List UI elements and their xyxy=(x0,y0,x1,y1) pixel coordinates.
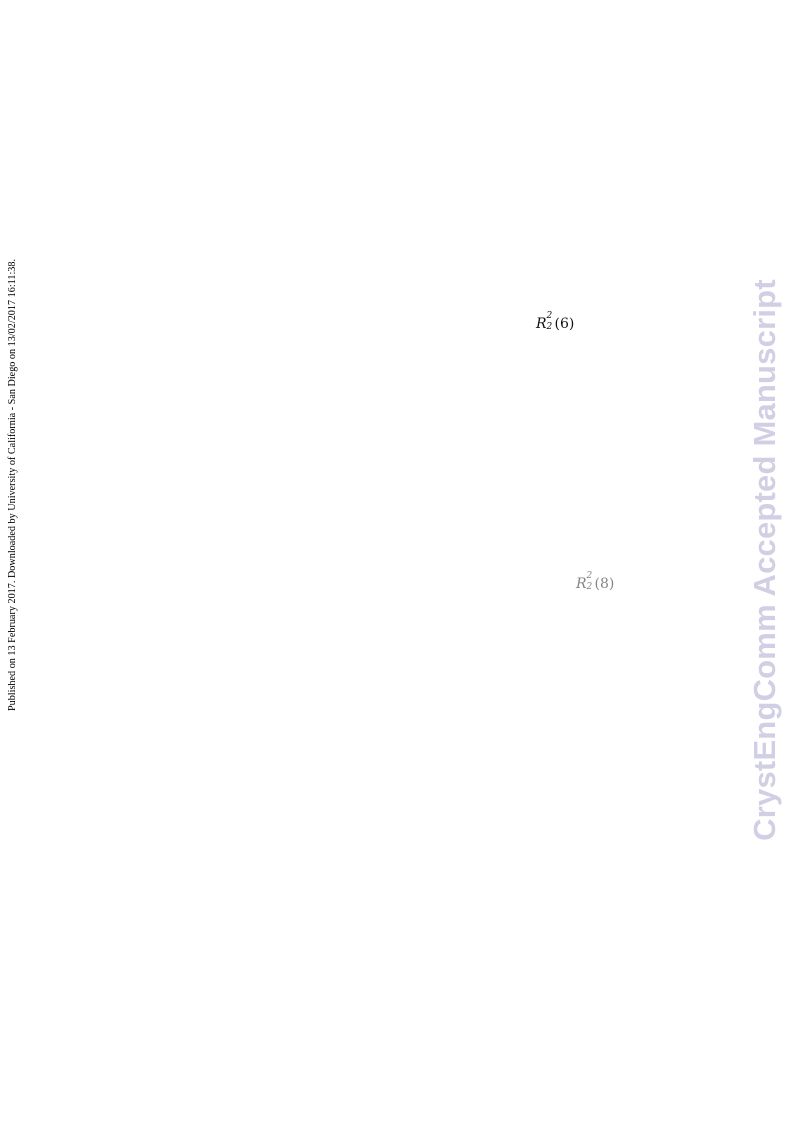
motif-subscript: 2 xyxy=(546,322,553,332)
motif-ring-size: (6) xyxy=(554,316,575,332)
motif-symbol: R xyxy=(536,316,547,332)
motif-subscript: 2 xyxy=(586,582,593,592)
publication-note: Published on 13 February 2017. Downloade… xyxy=(7,258,18,712)
motif-superscript: 2 xyxy=(546,311,553,321)
motif-ring-size: (8) xyxy=(594,576,615,592)
motif-symbol: R xyxy=(576,576,587,592)
accepted-manuscript-watermark: CrystEngComm Accepted Manuscript xyxy=(747,279,782,841)
motif-superscript: 2 xyxy=(586,571,593,581)
